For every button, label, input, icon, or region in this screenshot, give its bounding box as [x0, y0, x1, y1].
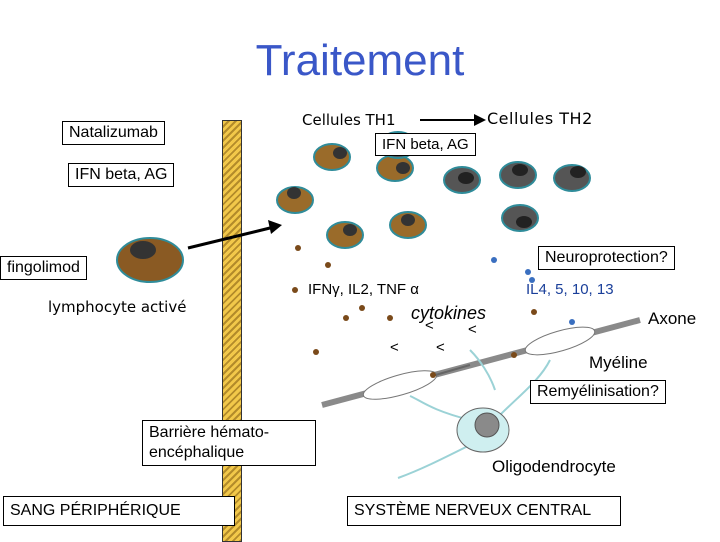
oligodendrocyte-process-1	[409, 395, 471, 421]
snc-label: SYSTÈME NERVEUX CENTRAL	[347, 496, 621, 526]
th1-th2-arrowhead	[474, 114, 486, 126]
oligodendrocyte-label: Oligodendrocyte	[492, 457, 616, 476]
oligodendrocyte-nucleus	[474, 412, 500, 438]
chevron-3: <	[390, 339, 399, 356]
oligodendrocyte-process-4	[469, 349, 496, 391]
migration-arrowhead	[268, 220, 282, 234]
chevron-1: <	[425, 317, 434, 334]
myelin-sheath-2	[524, 326, 596, 356]
ifn-beta-left-label: IFN beta, AG	[68, 163, 175, 187]
remyelinisation-label: Remyélinisation?	[530, 380, 666, 404]
axone-label: Axone	[648, 309, 697, 328]
lymphocyte-label: lymphocyte activé	[48, 298, 187, 316]
fingolimod-label: fingolimod	[0, 256, 87, 280]
natalizumab-label: Natalizumab	[62, 121, 165, 145]
th1-cells	[276, 143, 427, 249]
oligodendrocyte-process-2	[499, 359, 551, 416]
sang-peripherique-label: SANG PÉRIPHÉRIQUE	[3, 496, 235, 526]
il4-label: IL4, 5, 10, 13	[526, 281, 614, 298]
neuroprotection-label: Neuroprotection?	[538, 246, 675, 270]
lymphocyte-nucleus	[130, 241, 156, 259]
barriere-label: Barrière hémato- encéphalique	[142, 420, 316, 466]
ifn-beta-top-label: IFN beta, AG	[375, 133, 476, 156]
migration-arrow	[187, 226, 271, 250]
myelin-sheath-1	[362, 370, 438, 400]
th2-label: Cellules TH2	[487, 109, 593, 128]
page-title: Traitement	[255, 36, 465, 85]
ifn-gamma-label: IFNγ, IL2, TNF α	[308, 281, 419, 298]
oligodendrocyte-process-3	[397, 444, 471, 479]
chevron-4: <	[436, 339, 445, 356]
myeline-label: Myéline	[589, 353, 648, 372]
cytokine-dots	[292, 245, 575, 378]
cytokines-label: cytokines	[411, 303, 487, 323]
th1-label: Cellules TH1	[302, 111, 396, 129]
chevron-2: <	[468, 321, 477, 338]
axon-node	[431, 364, 471, 377]
